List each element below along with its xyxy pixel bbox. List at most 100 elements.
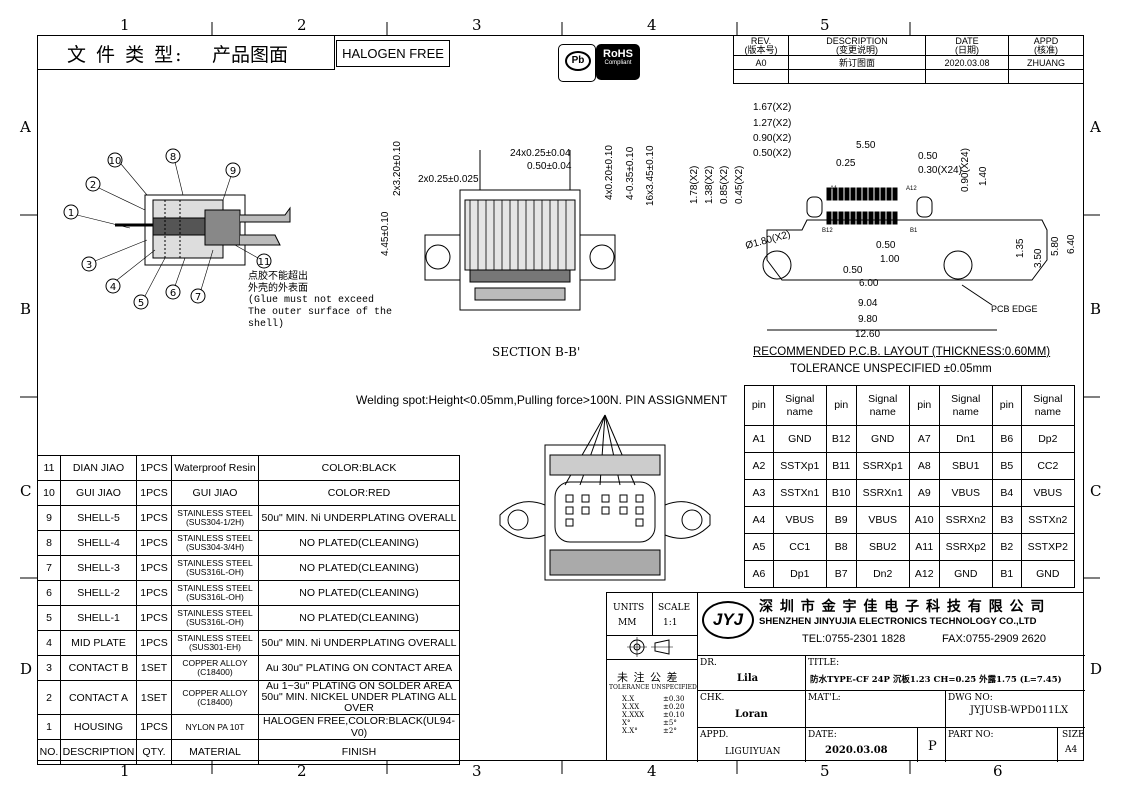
pin-cell: A6	[744, 560, 774, 588]
pcb-tolerance: TOLERANCE UNSPECIFIED ±0.05mm	[790, 363, 992, 375]
dim-w3: 0.50	[918, 151, 938, 162]
tolerance-key: X.XXX	[622, 711, 645, 719]
signal-cell: SBU2	[855, 533, 910, 561]
dim-c2: 1.00	[880, 254, 900, 265]
callout-11: 11	[258, 257, 271, 268]
signal-cell: SSRXp1	[855, 452, 910, 480]
signal-header: Signal name	[1020, 385, 1076, 426]
bom-qty: 1PCS	[136, 530, 172, 556]
bom-finish: COLOR:BLACK	[258, 455, 460, 481]
pb-icon: Pb	[565, 51, 591, 71]
glue-note-en-3: shell)	[248, 319, 285, 330]
title-block: UNITS MM SCALE 1:1 未 注 公 差 TOLERANCE UNS…	[606, 592, 1085, 762]
bom-desc: SHELL-2	[60, 580, 137, 606]
appd-label: APPD.	[700, 730, 729, 740]
section-view-drawing: 1 2 10 8 9 3 4 5 6 7 11	[63, 148, 291, 310]
dim-r3: 5.80	[1050, 236, 1061, 256]
grid-letter: B	[1090, 300, 1102, 318]
signal-cell: VBUS	[855, 506, 910, 534]
scale-value: 1:1	[663, 618, 678, 628]
signal-cell: Dn1	[938, 425, 993, 453]
callout-7: 7	[195, 292, 201, 303]
bom-material: NYLON PA 10T	[171, 714, 259, 740]
tolerance-value: ±0.10	[663, 711, 685, 719]
bom-finish: 50u" MIN. Ni UNDERPLATING OVERALL	[258, 630, 460, 656]
signal-cell: SSTXn2	[1020, 506, 1076, 534]
doc-type-box: 文 件 类 型: 产品图面	[37, 35, 335, 70]
dwg-label: DWG NO:	[948, 693, 993, 703]
dim-b1: 9.04	[858, 298, 878, 309]
bom-qty: 1PCS	[136, 505, 172, 531]
bom-no: 10	[37, 480, 61, 506]
appd-value: LIGUIYUAN	[725, 747, 781, 757]
chk-value: Loran	[735, 709, 768, 720]
bom-qty: 1PCS	[136, 630, 172, 656]
rev-value: A0	[733, 55, 789, 70]
callout-1: 1	[68, 208, 74, 219]
dim-d3: 2x0.25±0.025	[418, 174, 479, 185]
dim-h1: 0.90(X24)	[960, 148, 971, 192]
grid-number: 3	[472, 16, 482, 34]
bom-desc: MID PLATE	[60, 630, 137, 656]
rev-appd: ZHUANG	[1008, 55, 1084, 70]
bom-no: 9	[37, 505, 61, 531]
signal-cell: VBUS	[772, 506, 827, 534]
signal-header: Signal name	[855, 385, 910, 426]
tolerance-key: X.X°	[622, 727, 638, 735]
bom-qty: 1SET	[136, 655, 172, 681]
signal-cell: CC1	[772, 533, 827, 561]
dim-b3: 12.60	[855, 329, 881, 340]
signal-header: Signal name	[938, 385, 993, 426]
callout-3: 3	[86, 260, 92, 271]
p-mark: P	[928, 739, 937, 754]
dim-w1: 5.50	[856, 140, 876, 151]
company-tel: TEL:0755-2301 1828	[802, 633, 906, 645]
signal-header: Signal name	[772, 385, 827, 426]
dim-h2: 1.40	[978, 166, 989, 186]
dim-v3: 0.85(X2)	[719, 165, 730, 204]
bom-finish: Au 1~3u" PLATING ON SOLDER AREA	[266, 680, 452, 692]
grid-number: 3	[472, 762, 482, 780]
signal-cell: SSTXp1	[772, 452, 827, 480]
pin-cell: B3	[991, 506, 1022, 534]
rohs-label: RoHS	[603, 48, 633, 60]
signal-cell: GND	[772, 425, 827, 453]
pin-header: pin	[825, 385, 857, 426]
title-info-box: TITLE: 防水TYPE-CF 24P 沉板1.23 CH=0.25 外露1.…	[805, 655, 1085, 762]
dim-w2: 0.25	[836, 158, 856, 169]
signal-cell: VBUS	[938, 479, 993, 507]
bom-material: Waterproof Resin	[171, 455, 259, 481]
grid-letter: D	[1090, 660, 1103, 678]
dim-r2: 3.50	[1033, 248, 1044, 268]
front-view-drawing	[424, 150, 616, 311]
bom-footer-finish: FINISH	[258, 739, 460, 765]
tolerance-key: X°	[622, 719, 631, 727]
bom-qty: 1PCS	[136, 714, 172, 740]
bom-finish: Au 30u" PLATING ON CONTACT AREA	[258, 655, 460, 681]
glue-note: 点胶不能超出 外壳的外表面 (Glue must not exceed The …	[248, 271, 392, 331]
desc-header-cn: (变更说明)	[836, 44, 878, 55]
bom-footer-desc: DESCRIPTION	[60, 739, 137, 765]
bom-finish: HALOGEN FREE,COLOR:BLACK(UL94-V0)	[258, 714, 460, 740]
tolerance-title-en: TOLERANCE UNSPECIFIED	[609, 684, 697, 691]
size-value: A4	[1065, 745, 1078, 755]
callout-2: 2	[90, 180, 96, 191]
pin-cell: A12	[908, 560, 940, 588]
doc-type-value: 产品图面	[212, 44, 289, 66]
grid-number: 1	[120, 762, 130, 780]
dim-c3: 0.50	[843, 265, 863, 276]
bom-no: 7	[37, 555, 61, 581]
callout-6: 6	[170, 288, 176, 299]
dim-r1: 1.35	[1015, 238, 1026, 258]
bom-material: STAINLESS STEEL (SUS301-EH)	[171, 630, 259, 656]
bom-qty: 1PCS	[136, 480, 172, 506]
bom-desc: SHELL-4	[60, 530, 137, 556]
